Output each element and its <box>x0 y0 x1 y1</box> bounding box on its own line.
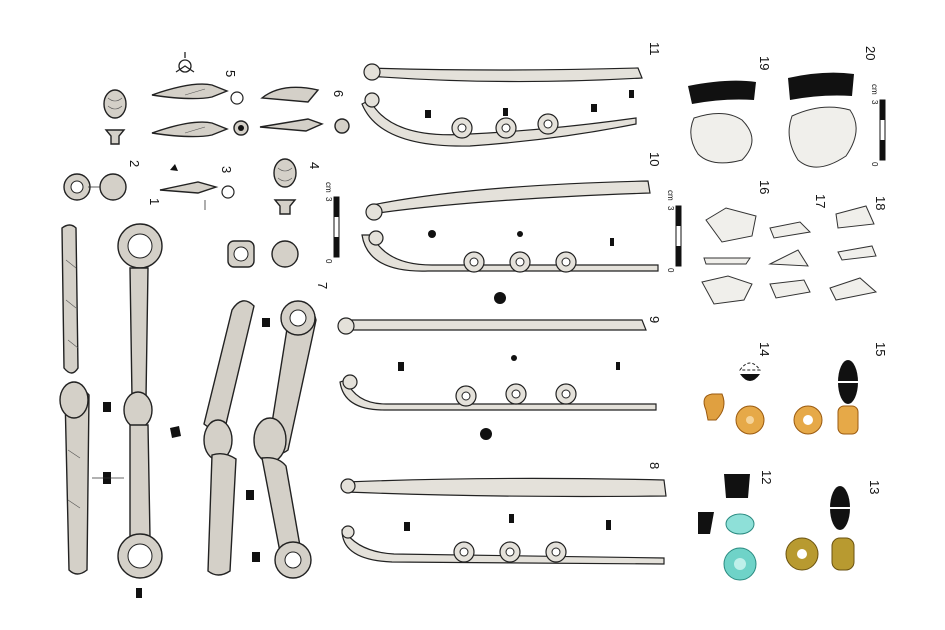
scale-c-tick-3: 3 <box>870 100 879 105</box>
item-20-sherd <box>788 72 857 168</box>
label-16: 16 <box>757 180 772 194</box>
item-15-bead <box>793 360 860 435</box>
label-15: 15 <box>873 342 888 356</box>
label-9: 9 <box>647 316 662 323</box>
label-19: 19 <box>757 56 772 70</box>
item-5-arrowhead <box>151 52 244 138</box>
scale-bar-b: 0 3 cm <box>666 190 682 273</box>
item-13-bead <box>785 486 855 571</box>
label-1: 1 <box>147 198 162 205</box>
scale-b-tick-3: 3 <box>666 206 675 211</box>
item-17-flint <box>768 221 812 299</box>
label-5: 5 <box>223 70 238 77</box>
scale-a-tick-3: 3 <box>324 197 333 202</box>
label-20: 20 <box>863 46 878 60</box>
scale-bar-a: 0 3 cm <box>324 182 340 264</box>
label-18: 18 <box>873 196 888 210</box>
item-4-button <box>227 158 299 268</box>
item-16-flint <box>701 207 757 305</box>
label-7: 7 <box>315 282 330 289</box>
label-11: 11 <box>647 42 662 56</box>
scale-c-unit: cm <box>870 84 879 95</box>
label-10: 10 <box>647 152 662 166</box>
label-14: 14 <box>757 342 772 356</box>
item-12-bead <box>698 474 757 581</box>
item-10-cheekpiece <box>361 180 659 304</box>
item-6-arrowhead <box>233 86 350 136</box>
label-4: 4 <box>307 162 322 169</box>
item-1-arrowhead <box>159 164 235 210</box>
label-2: 2 <box>127 160 142 167</box>
label-3: 3 <box>219 166 234 173</box>
scale-a-tick-0: 0 <box>324 259 333 264</box>
scale-b-tick-0: 0 <box>666 268 675 273</box>
scale-c-tick-0: 0 <box>870 162 879 167</box>
scale-a-unit: cm <box>324 182 333 193</box>
label-17: 17 <box>813 194 828 208</box>
scale-b-unit: cm <box>666 190 675 201</box>
item-19-sherd <box>688 80 756 164</box>
item-18-flint <box>829 205 878 301</box>
label-12: 12 <box>759 470 774 484</box>
item-9-cheekpiece <box>337 317 657 440</box>
item-14-bead <box>703 362 765 435</box>
label-8: 8 <box>647 462 662 469</box>
label-6: 6 <box>331 90 346 97</box>
label-13: 13 <box>867 480 882 494</box>
item-7-snaffle-bit-right <box>170 300 317 579</box>
item-8-cheekpiece <box>340 477 667 565</box>
scale-bar-c: 0 3 cm <box>870 84 886 167</box>
item-11-cheekpiece <box>361 63 643 147</box>
item-7-snaffle-bit-left <box>59 223 163 598</box>
item-2-button <box>63 89 127 201</box>
